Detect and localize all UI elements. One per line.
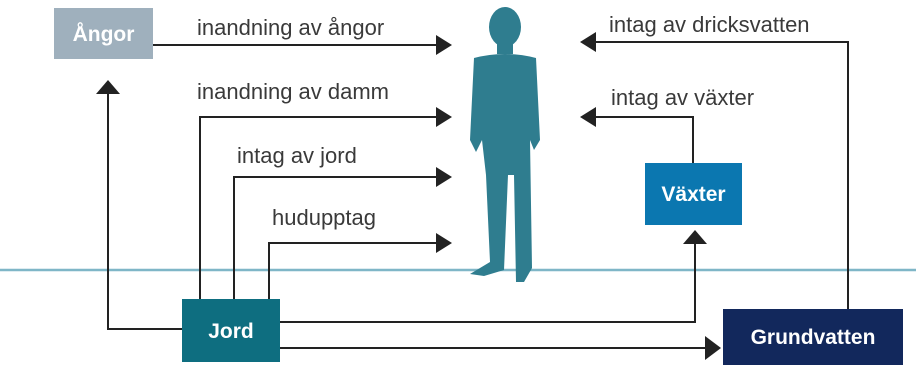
groundwater-box: Grundvatten [723,309,903,365]
label-skin-uptake: hudupptag [272,205,376,230]
label-soil-intake: intag av jord [237,143,357,168]
soil-box: Jord [182,299,280,362]
soil-box-label: Jord [208,320,254,343]
soil-to-vapors-arrow [96,80,182,330]
inhalation-dust-arrow [199,107,452,300]
inhalation-vapors-arrow [153,35,452,55]
standing-person-icon [470,7,540,282]
drinking-water-arrow [580,32,849,310]
groundwater-box-label: Grundvatten [751,326,876,349]
plants-box: Växter [645,163,742,225]
soil-to-plants-arrow [280,230,707,323]
plant-intake-arrow [580,107,694,163]
label-inhalation-vapors: inandning av ångor [197,15,384,40]
plants-box-label: Växter [661,183,725,206]
soil-intake-arrow [233,167,452,300]
label-plant-intake: intag av växter [611,85,754,110]
soil-to-groundwater-arrow [280,336,721,360]
vapors-box: Ångor [54,8,153,59]
vapors-box-label: Ångor [73,22,135,46]
label-drinking-water-intake: intag av dricksvatten [609,12,810,37]
label-inhalation-dust: inandning av damm [197,79,389,104]
skin-uptake-arrow [268,233,452,300]
